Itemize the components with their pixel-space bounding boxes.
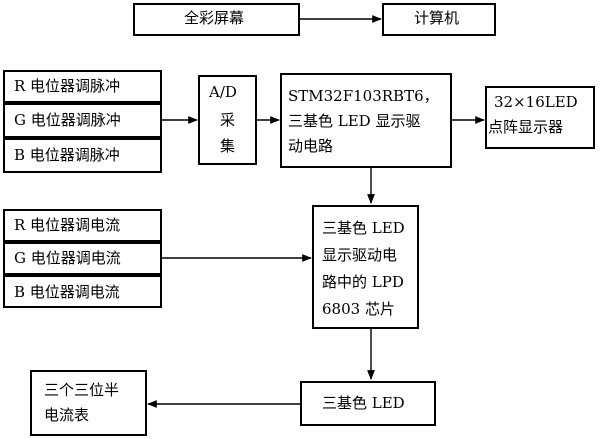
- chip-label-line1: 三基色 LED: [322, 219, 405, 237]
- pulse-pot-b-box: [3, 138, 162, 173]
- chip-label-line3: 路中的 LPD: [322, 273, 404, 291]
- pulse-pot-g-label: G 电位器调脉冲: [14, 111, 121, 129]
- adc-label-line1: A/D: [209, 83, 237, 101]
- led-matrix-box: [485, 86, 595, 149]
- current-pot-g-box: [3, 242, 162, 275]
- fullcolor-screen-box: [133, 3, 300, 36]
- fullcolor-screen-label: 全彩屏幕: [184, 9, 245, 27]
- computer-box: [382, 3, 496, 36]
- led-matrix-label-line1: 32×16LED: [494, 93, 578, 111]
- rgb-led-label: 三基色 LED: [322, 394, 405, 412]
- mcu-driver-box: [280, 73, 452, 168]
- current-pot-r-label: R 电位器调电流: [14, 216, 121, 234]
- computer-label: 计算机: [414, 9, 460, 27]
- current-pot-g-label: G 电位器调电流: [14, 249, 121, 267]
- lpd6803-chip-box: [312, 205, 419, 329]
- ammeter-box: [30, 370, 147, 436]
- mcu-label-line2: 三基色 LED 显示驱: [288, 112, 421, 130]
- chip-label-line2: 显示驱动电: [322, 246, 398, 264]
- adc-box: [198, 75, 257, 165]
- rgb-led-box: [300, 381, 436, 426]
- adc-label-line2: 采: [220, 111, 236, 129]
- pulse-pot-r-box: [3, 70, 162, 103]
- current-pot-b-box: [3, 275, 162, 308]
- adc-label-line3: 集: [220, 137, 236, 155]
- pulse-pot-b-label: B 电位器调脉冲: [14, 146, 120, 164]
- current-pot-b-label: B 电位器调电流: [14, 283, 120, 301]
- led-matrix-label-line2: 点阵显示器: [488, 118, 564, 136]
- current-pot-r-box: [3, 209, 162, 242]
- chip-label-line4: 6803 芯片: [322, 300, 395, 318]
- ammeter-label-line1: 三个三位半: [44, 381, 120, 399]
- mcu-label-line3: 动电路: [288, 137, 334, 155]
- pulse-pot-g-box: [3, 103, 162, 138]
- mcu-label-line1: STM32F103RBT6，: [288, 87, 439, 105]
- ammeter-label-line2: 电流表: [44, 406, 90, 424]
- pulse-pot-r-label: R 电位器调脉冲: [14, 77, 121, 95]
